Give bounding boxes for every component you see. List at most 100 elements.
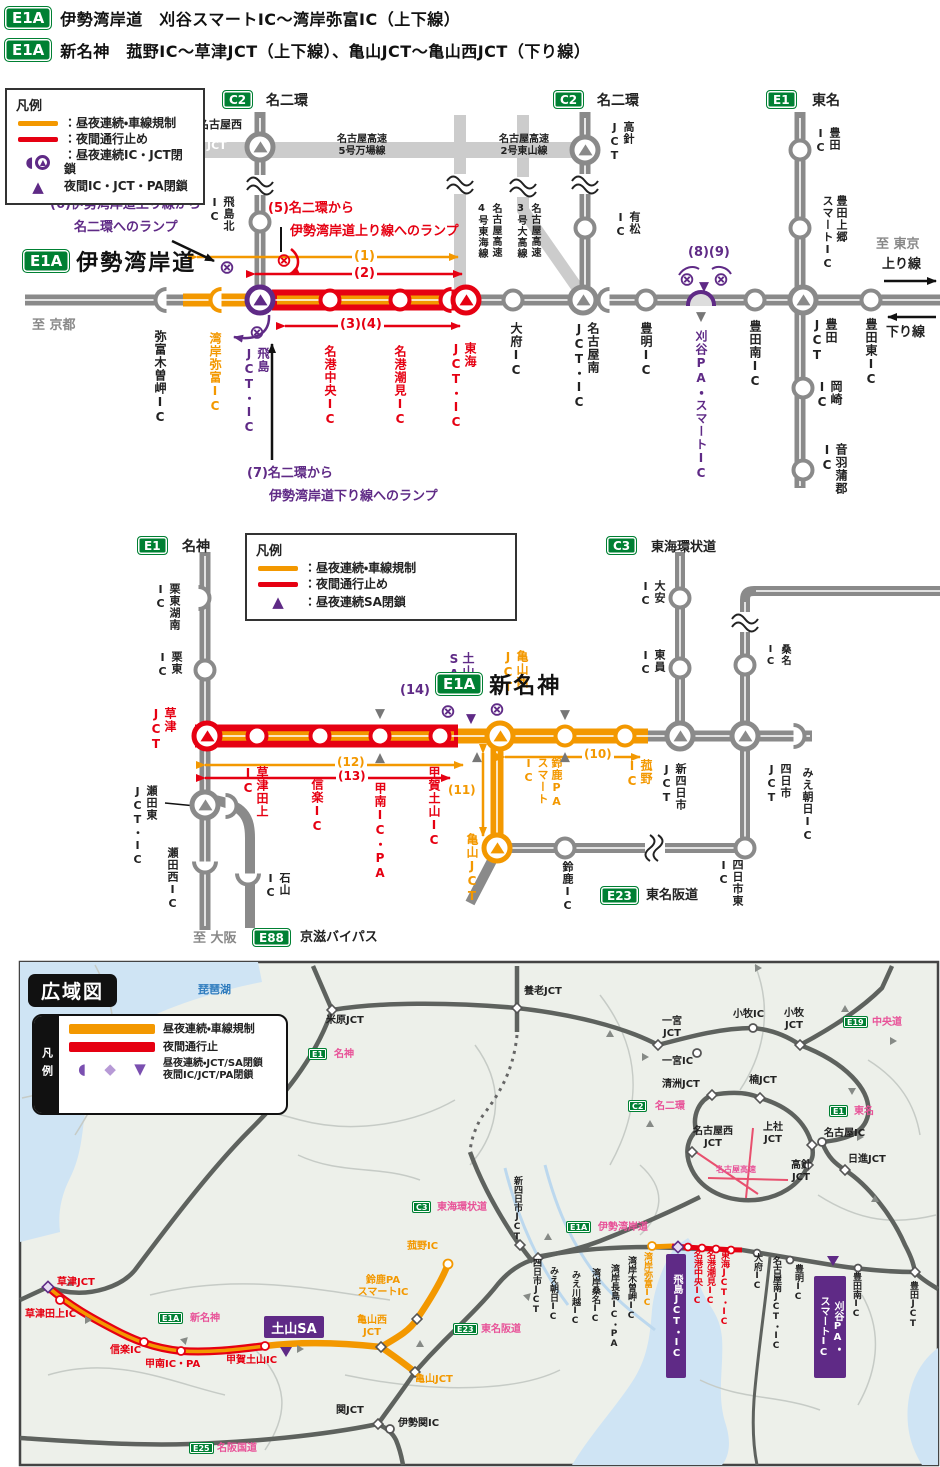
label-名二環: 名二環: [655, 1101, 685, 1112]
label-大府IC: 大府IC: [509, 322, 523, 378]
ic-node: [368, 724, 392, 748]
closed-facility-box: 土山SA: [264, 1316, 324, 1338]
ic-node: [668, 586, 692, 610]
legend-row: ：夜間通行止め: [16, 132, 194, 146]
label-信楽IC: 信楽IC: [110, 1345, 142, 1356]
label-栗東湖南IC: 栗東湖南 IC: [154, 583, 181, 631]
ic-node: [428, 724, 452, 748]
sa-closed-triangle-icon: ▲: [272, 593, 284, 612]
label-名古屋西: 名古屋西: [198, 118, 242, 131]
label-大府IC: 大府IC: [752, 1253, 762, 1291]
label-信楽IC: 信楽IC: [310, 778, 324, 834]
label-亀山JCT: 亀山JCT: [415, 1374, 453, 1385]
legend-row: ：昼夜連続・車線規制: [256, 561, 506, 575]
label-鈴鹿PAスマートIC: 鈴鹿PA スマートIC: [357, 1275, 409, 1298]
ic-half-node: [793, 723, 807, 749]
label-高針JCT: 高針 JCT: [791, 1160, 811, 1183]
jct-node: [787, 284, 819, 316]
label-東名阪道: 東名阪道: [646, 888, 699, 903]
ramp-closed-icon: ⊗: [276, 249, 292, 272]
circle-triangle-closed-icon: ▲: [35, 155, 51, 171]
label-豊田東IC: 豊田東IC: [864, 318, 878, 387]
jct-node: [567, 284, 599, 316]
label-日進JCT: 日進JCT: [848, 1154, 886, 1165]
triangle-closed-icon: ▼: [134, 1060, 146, 1079]
route-badge-e1a-icon: E1A: [566, 1221, 592, 1233]
header-row-2: E1A 新名神 菰野IC～草津JCT（上下線）、亀山JCT～亀山西JCT（下り線…: [4, 38, 590, 62]
label-亀山JCT: 亀山JCT: [465, 833, 479, 904]
closure-triangle-icon: ▼: [375, 706, 385, 722]
ic-node: [613, 724, 637, 748]
label-鈴鹿IC: 鈴鹿IC: [561, 861, 574, 913]
label-至東京: 至 東京: [876, 237, 920, 252]
label-有松IC: 有松 IC: [614, 211, 641, 239]
orange-line-icon: [258, 566, 298, 572]
label-瀬田西IC: 瀬田西IC: [166, 847, 179, 911]
label-伊勢湾岸道下り線へのランプ: 伊勢湾岸道下り線へのランプ: [269, 489, 438, 504]
legend-row: ▲：昼夜連続SA閉鎖: [272, 593, 406, 612]
jct-node: [481, 832, 513, 864]
label-亀山西JCT: 亀山西 JCT: [357, 1315, 387, 1338]
label-名古屋高速4号東海線: 名古屋高速 4号東海線: [476, 203, 501, 259]
ic-node: [791, 458, 815, 482]
label-中央道: 中央道: [872, 1017, 902, 1028]
jct-node: [191, 720, 223, 752]
legend-row: ◖◆▼昼夜連続・JCT/SA閉鎖 夜間IC/JCT/PA閉鎖: [78, 1058, 263, 1081]
label-草津JCT: 草津JCT: [57, 1277, 95, 1288]
label-豊田IC: 豊田 IC: [814, 127, 841, 155]
ic-node: [859, 288, 883, 312]
label-(13): (13): [336, 769, 368, 784]
label-一宮JCT: 一宮 JCT: [662, 1016, 682, 1039]
route-badge-e1-icon: E1: [308, 1048, 328, 1060]
ic-node: [791, 376, 815, 400]
label-栗東IC: 栗東 IC: [156, 651, 183, 679]
night-closed-triangle-icon: ▲: [32, 177, 44, 196]
route-badge-e23-icon: E23: [453, 1323, 478, 1335]
label-名古屋西JCT: 名古屋西 JCT: [693, 1126, 733, 1149]
ic-node: [308, 724, 332, 748]
jct-node: [664, 720, 696, 752]
label-(1): (1): [352, 249, 377, 265]
half-circle-closed-icon: ◖: [25, 153, 34, 172]
label-亀山西JCT: 亀山西 JCT: [501, 650, 529, 695]
label-東名: 東名: [854, 1106, 874, 1117]
label-桑名IC: 桑名 IC: [765, 644, 790, 668]
label-(7)名二環から: (7)名二環から: [247, 466, 333, 481]
label-豊田JCT: 豊田 JCT: [810, 318, 838, 363]
label-JCT: JCT: [207, 139, 227, 152]
diagram1-road-name: 伊勢湾岸道: [76, 251, 197, 276]
label-伊勢湾岸道: 伊勢湾岸道: [598, 1222, 648, 1233]
label-(10): (10): [582, 747, 614, 762]
label-(3)(4): (3)(4): [338, 317, 384, 333]
label-関JCT: 関JCT: [336, 1405, 364, 1416]
label-みえ川越IC: みえ川越IC: [570, 1270, 580, 1326]
label-小牧IC: 小牧IC: [733, 1009, 765, 1020]
closure-triangle-icon: ▲: [560, 749, 570, 765]
ic-half-node: [153, 287, 167, 313]
ic-node: [573, 216, 597, 240]
half-circle-closed-icon: ◖: [78, 1060, 87, 1079]
label-湾岸長島IC・PA: 湾岸長島IC・PA: [609, 1264, 619, 1349]
label-名古屋高速5号万場線: 名古屋高速 5号万場線: [337, 134, 387, 157]
label-みえ朝日IC: みえ朝日IC: [548, 1266, 558, 1322]
diagram2-road-name: 新名神: [489, 674, 562, 699]
red-line-icon: [18, 137, 58, 143]
label-湾岸木曽岬IC: 湾岸木曽岬IC: [626, 1256, 636, 1321]
label-(11): (11): [448, 783, 476, 797]
closure-triangle-icon: ▲: [375, 750, 385, 766]
label-湾岸弥富IC: 湾岸弥富IC: [208, 332, 222, 414]
label-草津田上IC: 草津田上 IC: [241, 766, 269, 818]
label-養老JCT: 養老JCT: [524, 986, 562, 997]
label-豊明IC: 豊明IC: [639, 322, 653, 378]
label-刈谷PA・スマートIC: 刈谷PA・スマートIC: [694, 330, 708, 481]
route-badge-e1-icon: E1: [766, 90, 797, 109]
diagram2-title: E1A 新名神: [435, 668, 561, 700]
label-新名神: 新名神: [190, 1313, 220, 1324]
label-名港中央IC: 名港中央IC: [323, 345, 337, 427]
legend-row: ◖▲：昼夜連続IC・JCT閉鎖: [25, 148, 183, 176]
header-title-2: 新名神 菰野IC～草津JCT（上下線）、亀山JCT～亀山西JCT（下り線）: [60, 42, 591, 61]
orange-line-icon: [18, 121, 58, 127]
ic-half-node: [198, 585, 212, 611]
label-新四日市JCT: 新四日市JCT: [512, 1176, 522, 1242]
closed-facility-box: 飛島JCT・IC: [666, 1254, 686, 1378]
